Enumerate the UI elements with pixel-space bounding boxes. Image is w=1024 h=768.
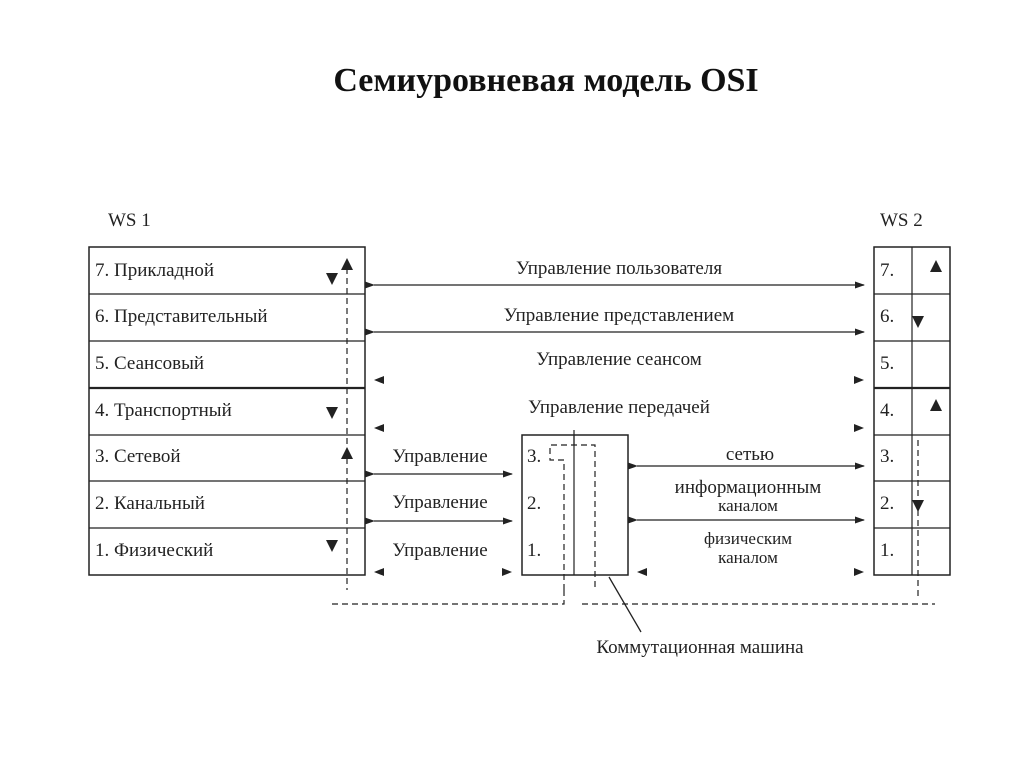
datalink-control-label: Управление (392, 492, 487, 513)
up-triangle-icon (930, 399, 942, 411)
ws1-layer-7: 7. Прикладной (95, 260, 214, 281)
ws2-label: WS 2 (880, 210, 923, 231)
ws2-layer-1: 1. (880, 540, 894, 561)
ws1-layer-3: 3. Сетевой (95, 446, 181, 467)
down-triangle-icon (326, 407, 338, 419)
up-triangle-icon (930, 260, 942, 272)
presentation-control-label: Управление представлением (504, 305, 734, 326)
ws2-layer-5: 5. (880, 353, 894, 374)
caption-pointer (608, 576, 642, 633)
up-triangle-icon (341, 258, 353, 270)
down-triangle-icon (326, 273, 338, 285)
down-triangle-icon (326, 540, 338, 552)
ws1-layer-1: 1. Физический (95, 540, 213, 561)
switch-machine (521, 434, 629, 576)
ws2-layer-2: 2. (880, 493, 894, 514)
physical-right-label-1: физическим (704, 529, 792, 548)
physical-control-label: Управление (392, 540, 487, 561)
ws2-layer-3: 3. (880, 446, 894, 467)
ws1-layer-5: 5. Сеансовый (95, 353, 204, 374)
ws2-layer-4: 4. (880, 400, 894, 421)
switch-data-path (549, 444, 596, 590)
ws1-stack (88, 246, 366, 576)
ws1-layer-6: 6. Представительный (95, 306, 268, 327)
page-title: Семиуровневая модель OSI (333, 62, 759, 99)
user-control-label: Управление пользователя (516, 258, 722, 279)
session-control-label: Управление сеансом (536, 349, 702, 370)
network-control-label: Управление (392, 446, 487, 467)
switch-layer-1: 1. (527, 540, 541, 561)
switch-caption: Коммутационная машина (596, 637, 804, 658)
ws2-layer-7: 7. (880, 260, 894, 281)
physical-right-label-2: каналом (718, 548, 778, 567)
datalink-right-label-1: информационным (675, 477, 822, 498)
down-triangle-icon (912, 316, 924, 328)
bottom-path-left (332, 590, 565, 605)
switch-layer-2: 2. (527, 493, 541, 514)
ws1-layer-2: 2. Канальный (95, 493, 205, 514)
ws1-layer-4: 4. Транспортный (95, 400, 232, 421)
transfer-control-label: Управление передачей (528, 397, 710, 418)
network-right-label: сетью (726, 444, 774, 465)
switch-layer-3: 3. (527, 446, 541, 467)
datalink-right-label-2: каналом (718, 496, 778, 515)
ws1-label: WS 1 (108, 210, 151, 231)
ws2-layer-6: 6. (880, 306, 894, 327)
